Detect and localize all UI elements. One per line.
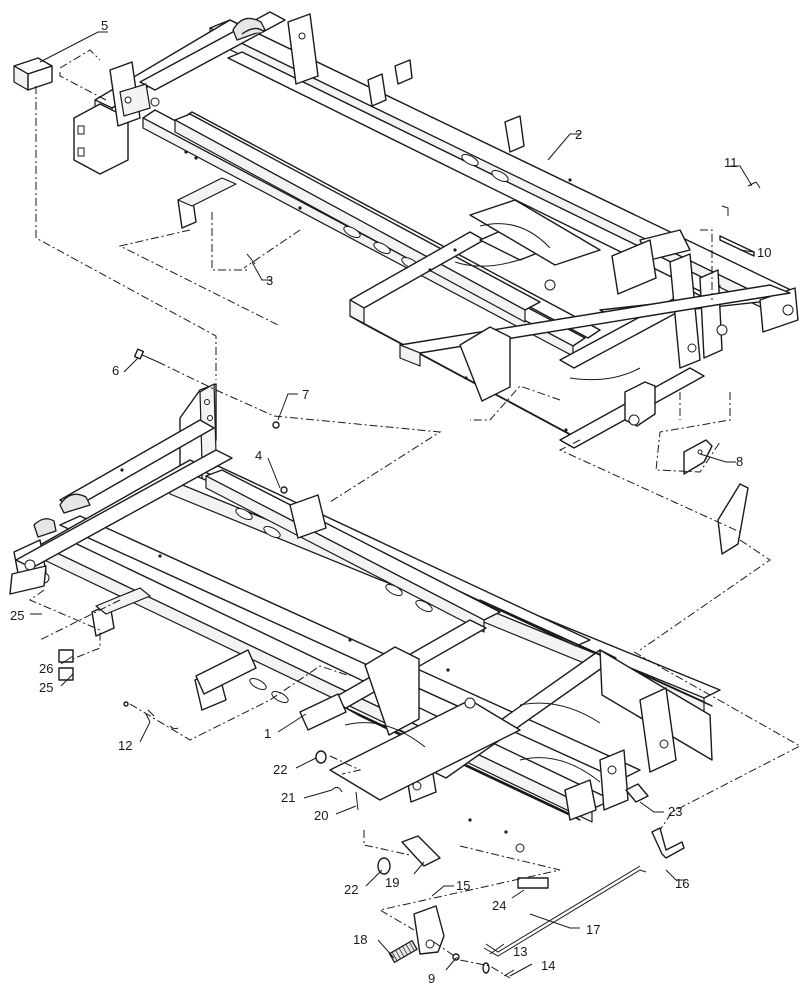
callout-19: 19 (385, 875, 399, 890)
callout-6: 6 (112, 363, 119, 378)
callout-4: 4 (255, 448, 262, 463)
callout-17: 17 (586, 922, 600, 937)
callout-22-lower: 22 (344, 882, 358, 897)
callout-16: 16 (675, 876, 689, 891)
callout-14: 14 (541, 958, 555, 973)
callout-20: 20 (314, 808, 328, 823)
callout-9: 9 (428, 971, 435, 986)
callout-24-upper: 25 (10, 608, 24, 623)
assembly-lines (28, 49, 802, 979)
leader-lines (30, 31, 755, 977)
callout-8: 8 (736, 454, 743, 469)
callout-1: 1 (264, 726, 271, 741)
callout-13: 13 (513, 944, 527, 959)
callout-2: 2 (575, 127, 582, 142)
small-parts (9, 57, 761, 977)
callout-18: 18 (353, 932, 367, 947)
callout-3: 3 (266, 273, 273, 288)
callout-12: 12 (118, 738, 132, 753)
upper-frame-assembly (73, 11, 799, 449)
callout-15: 15 (456, 878, 470, 893)
callout-24-lower: 24 (492, 898, 506, 913)
callout-5: 5 (101, 18, 108, 33)
callout-labels: 5 2 3 11 10 6 7 4 8 25 26 25 1 12 22 21 … (10, 18, 771, 986)
callout-10: 10 (757, 245, 771, 260)
lower-frame-assembly (13, 383, 721, 853)
callout-7: 7 (302, 387, 309, 402)
callout-23: 23 (668, 804, 682, 819)
callout-22-upper: 22 (273, 762, 287, 777)
callout-25: 25 (39, 680, 53, 695)
callout-11: 11 (724, 155, 738, 170)
callout-26: 26 (39, 661, 53, 676)
callout-21: 21 (281, 790, 295, 805)
